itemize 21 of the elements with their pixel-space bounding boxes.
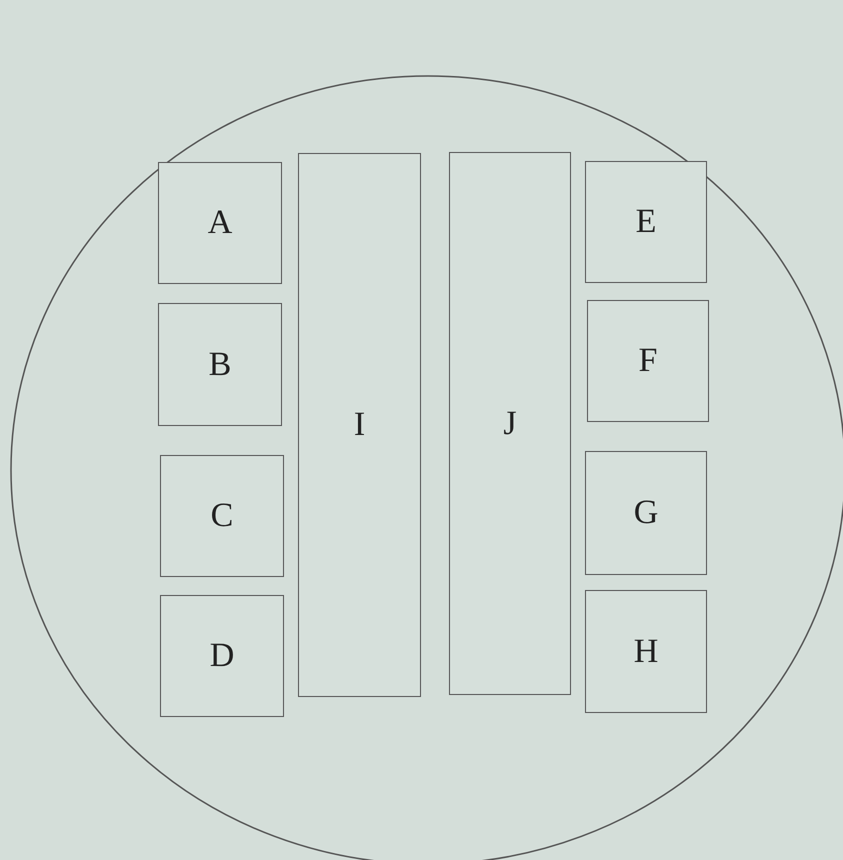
square-panel [585, 590, 707, 713]
letter-label: H [634, 634, 658, 668]
tall-panel [298, 153, 421, 697]
letter-label: J [503, 406, 517, 440]
letter-label: A [208, 206, 232, 240]
square-panel [585, 451, 707, 575]
letter-label: G [634, 496, 658, 530]
square-panel [585, 161, 707, 283]
letter-label: C [210, 499, 234, 533]
square-panel [158, 162, 282, 284]
tall-panel [449, 152, 571, 695]
letter-label: I [354, 408, 366, 442]
letter-label: E [636, 205, 656, 239]
letter-label: F [638, 344, 658, 378]
square-panel [158, 303, 282, 426]
square-panel [160, 455, 284, 577]
letter-label: D [210, 639, 234, 673]
letter-label: B [208, 348, 232, 382]
square-panel [587, 300, 709, 422]
square-panel [160, 595, 284, 717]
circle-outline [10, 75, 843, 860]
